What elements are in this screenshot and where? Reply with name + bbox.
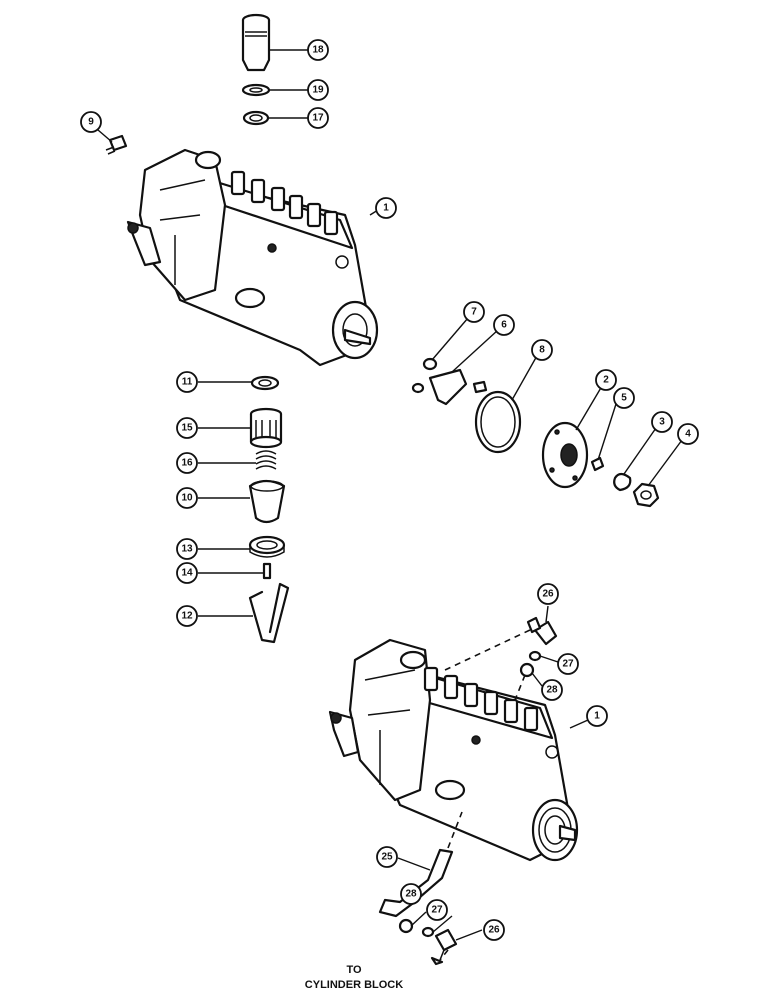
callout-6: 6 [493,314,515,336]
callout-16: 16 [176,452,198,474]
svg-text:25: 25 [381,852,393,863]
svg-text:18: 18 [312,45,324,56]
washer-part-11 [250,375,280,391]
bail-clip-part-12 [248,582,290,644]
svg-text:27: 27 [431,905,443,916]
fuel-injection-pump-top [126,148,379,367]
screw-part-9 [105,134,128,155]
leader-lines [97,49,683,941]
svg-text:2: 2 [603,375,609,386]
callout-13: 13 [176,538,198,560]
svg-text:1: 1 [383,203,389,214]
svg-text:5: 5 [621,393,627,404]
nut-part-4 [632,482,660,508]
svg-text:6: 6 [501,320,507,331]
svg-text:7: 7 [471,307,477,318]
svg-text:13: 13 [181,544,193,555]
svg-text:1: 1 [594,711,600,722]
svg-text:15: 15 [181,423,193,434]
svg-text:14: 14 [181,568,193,579]
bowl-part-10 [248,479,286,524]
svg-text:26: 26 [488,925,500,936]
svg-text:16: 16 [181,458,193,469]
retainer-part-13 [248,535,286,558]
svg-text:3: 3 [659,417,665,428]
svg-text:4: 4 [685,429,691,440]
plug-part-18 [241,13,271,72]
pin-part-14 [262,562,272,580]
drive-parts-group [411,357,660,508]
callout-1-bottom: 1 [586,705,608,727]
note-to: TO [346,964,362,976]
callout-15: 15 [176,417,198,439]
svg-text:28: 28 [405,889,417,900]
callout-27-top: 27 [557,653,579,675]
callout-8: 8 [531,339,553,361]
callout-28-top: 28 [541,679,563,701]
nut-part-28-top [519,662,535,678]
note-cylinder-block: CYLINDER BLOCK [305,979,403,991]
callout-9: 9 [80,111,102,133]
washer-part-19 [241,83,271,97]
callout-3: 3 [651,411,673,433]
washer-part-27-bottom [421,926,435,938]
key-part-5 [590,456,605,472]
callout-17: 17 [307,107,329,129]
callout-26-top: 26 [537,583,559,605]
callout-5: 5 [613,387,635,409]
callout-1-top: 1 [375,197,397,219]
seal-part-17 [242,110,270,126]
callout-27-bottom: 27 [426,899,448,921]
o-ring-part-8 [474,390,522,454]
svg-text:17: 17 [312,113,324,124]
callout-14: 14 [176,562,198,584]
callout-26-bottom: 26 [483,919,505,941]
callout-7: 7 [463,301,485,323]
svg-text:27: 27 [562,659,574,670]
spring-part-16 [255,450,277,470]
svg-text:8: 8 [539,345,545,356]
callout-11: 11 [176,371,198,393]
svg-text:10: 10 [181,493,193,504]
washer-part-3 [613,472,632,492]
callout-25: 25 [376,846,398,868]
callout-10: 10 [176,487,198,509]
washer-part-27-top [528,650,542,662]
svg-text:28: 28 [546,685,558,696]
callout-18: 18 [307,39,329,61]
callout-4: 4 [677,423,699,445]
svg-text:12: 12 [181,611,193,622]
nut-part-28-bottom [398,918,414,934]
svg-text:9: 9 [88,117,94,128]
elbow-fitting-part-26-bottom [434,928,458,961]
callout-19: 19 [307,79,329,101]
callout-2: 2 [595,369,617,391]
svg-text:19: 19 [312,85,324,96]
elbow-fitting-part-26-top [526,616,558,646]
fuel-injection-pump-bottom [328,638,579,862]
callout-28-bottom: 28 [400,883,422,905]
svg-text:26: 26 [542,589,554,600]
filter-element-part-15 [249,407,283,449]
svg-text:11: 11 [182,377,193,388]
nut-part-7 [422,357,438,371]
callout-12: 12 [176,605,198,627]
lock-plate-part-6 [428,368,468,406]
